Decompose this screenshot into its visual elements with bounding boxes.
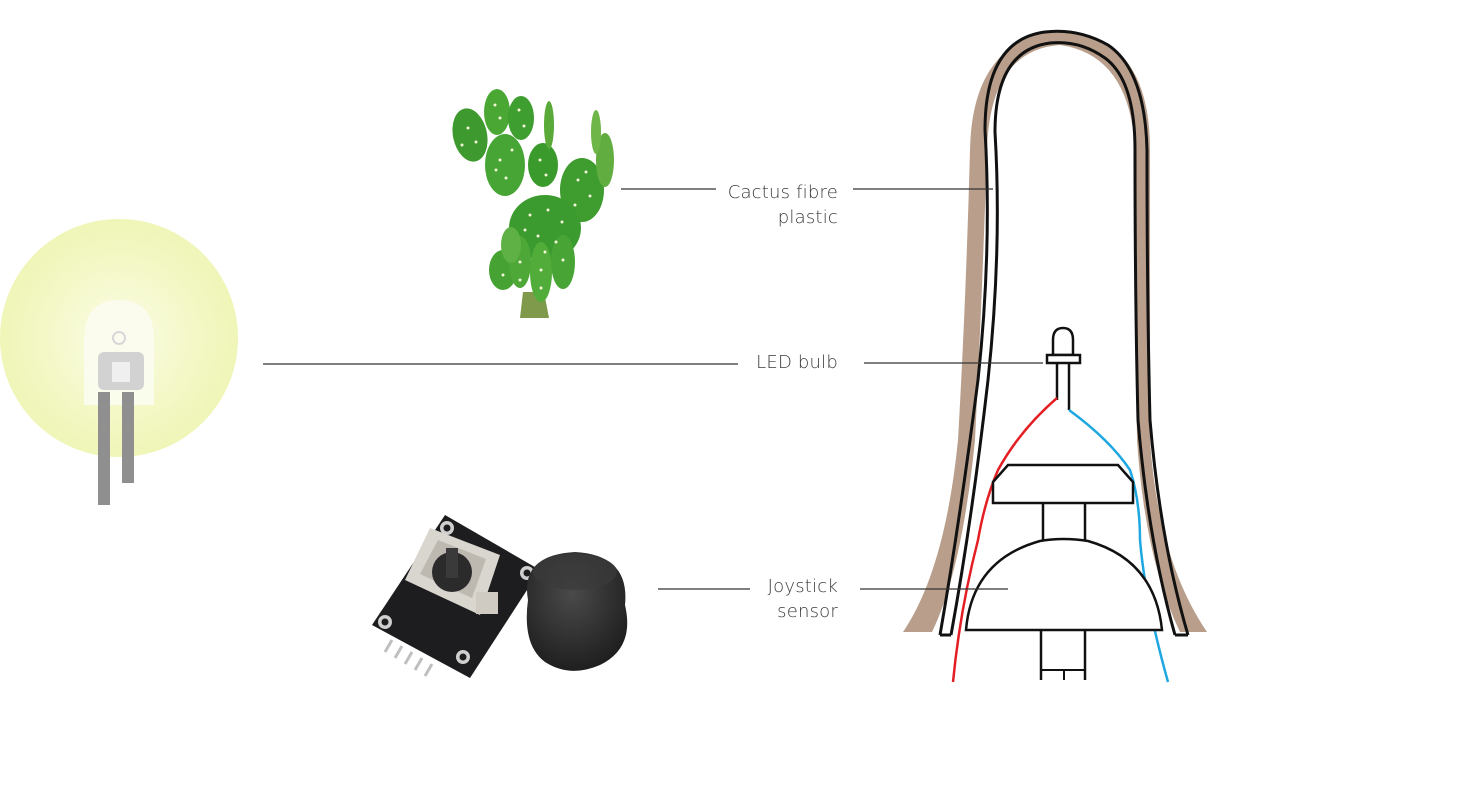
led-leg-short [122, 392, 134, 483]
joystick-module-image [372, 515, 628, 678]
shell-outer-outline [938, 29, 1190, 636]
shell-inner-outline [949, 41, 1177, 636]
label-joystick-line1: Joystick [767, 576, 838, 597]
label-joystick-line2: sensor [777, 601, 838, 622]
led-die-inner [112, 362, 130, 382]
fibre-plastic-shell [903, 30, 1207, 632]
label-cactus-line1: Cactus fibre [727, 182, 838, 203]
label-led-line1: LED bulb [756, 352, 838, 373]
leader-lines [263, 188, 1043, 590]
label-joystick-sensor: Joystick sensor [700, 574, 838, 624]
led-bulb-image [0, 219, 238, 505]
lamp-cross-section-diagram [903, 29, 1207, 683]
led-emitter [112, 331, 126, 345]
led-leg-long [98, 392, 110, 505]
diagram-led [1045, 326, 1082, 410]
wire-red [951, 397, 1058, 683]
label-led-bulb: LED bulb [700, 350, 838, 375]
label-cactus-line2: plastic [777, 207, 838, 228]
cactus-image [452, 89, 614, 318]
diagram-joystick [964, 463, 1164, 680]
label-cactus-fibre-plastic: Cactus fibre plastic [700, 180, 838, 230]
